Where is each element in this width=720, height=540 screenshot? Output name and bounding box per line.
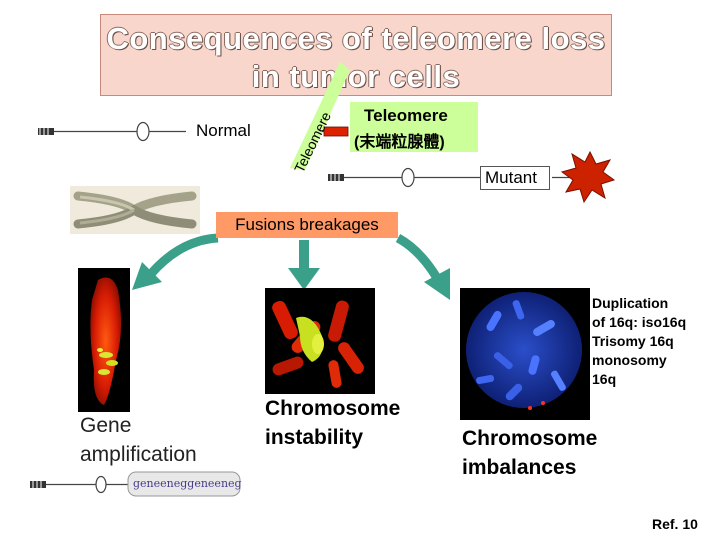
mutant-burst-icon <box>560 150 616 204</box>
mutant-chromosome-line <box>328 167 572 188</box>
instability-line-1: Chromosome <box>265 397 401 420</box>
gene-amplification-caption: Gene amplification <box>80 411 197 469</box>
imbalances-line-1: Chromosome <box>462 427 598 450</box>
note-line: of 16q: iso16q <box>592 314 687 330</box>
title-box: Consequences of teleomere loss in tumor … <box>100 14 612 96</box>
note-line: Duplication <box>592 295 669 311</box>
telomere-box: Teleomere (末端粒腺體) <box>350 102 478 152</box>
arrow-center <box>288 240 320 290</box>
note-line: 16q <box>592 371 617 387</box>
reference-label: Ref. 10 <box>652 516 698 532</box>
duplication-notes: Duplication of 16q: iso16q Trisomy 16q m… <box>592 294 716 389</box>
arrow-left <box>132 233 219 290</box>
gene-amplification-line-2: amplification <box>80 443 197 466</box>
chromosome-instability-caption: Chromosome instability <box>265 394 400 452</box>
normal-chromosome-line <box>38 121 186 142</box>
title-line-1: Consequences of teleomere loss <box>106 21 606 56</box>
chromosome-imbalances-image <box>460 288 590 420</box>
arrow-right <box>395 234 450 300</box>
fusions-breakages-label: Fusions breakages <box>216 212 398 238</box>
note-line: monosomy <box>592 352 667 368</box>
instability-line-2: instability <box>265 426 364 449</box>
gene-strip-chromosome <box>30 471 241 497</box>
normal-label: Normal <box>196 121 251 140</box>
chromosome-illustration <box>70 186 200 234</box>
chromosome-instability-image <box>265 288 375 394</box>
chromosome-imbalances-caption: Chromosome imbalances <box>462 424 597 482</box>
note-line: Trisomy 16q <box>592 333 674 349</box>
gene-strip-text: geneeneggeneeneg <box>133 477 242 490</box>
telomere-diagonal-box <box>290 62 350 170</box>
telomere-box-line-1: Teleomere <box>364 106 448 125</box>
imbalances-line-2: imbalances <box>462 456 577 479</box>
gene-amplification-line-1: Gene <box>80 414 132 437</box>
mutant-label: Mutant <box>480 166 550 190</box>
telomere-marker <box>318 126 349 137</box>
title-line-2: in tumor cells <box>251 59 461 94</box>
telomere-box-line-2: (末端粒腺體) <box>354 134 445 151</box>
gene-amplification-image <box>78 268 130 412</box>
